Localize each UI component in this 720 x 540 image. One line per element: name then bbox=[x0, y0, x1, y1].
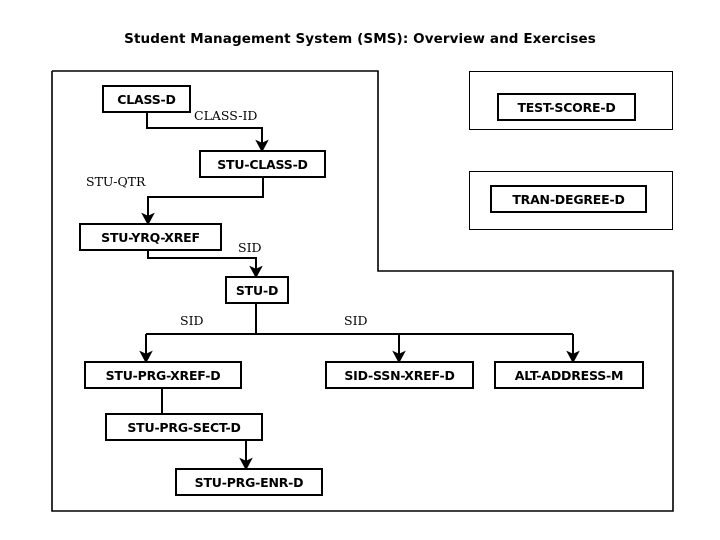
group-box-test-score-d bbox=[469, 71, 673, 130]
diagram-outer-frame bbox=[51, 70, 674, 512]
node-stu-prg-sect-d[interactable]: STU-PRG-SECT-D bbox=[105, 413, 263, 441]
edge-label-class-id: CLASS-ID bbox=[194, 108, 258, 123]
page-title: Student Management System (SMS): Overvie… bbox=[124, 31, 596, 47]
node-stu-prg-xref-d[interactable]: STU-PRG-XREF-D bbox=[84, 361, 242, 389]
node-stu-class-d[interactable]: STU-CLASS-D bbox=[199, 150, 326, 178]
edge-label-stu-qtr: STU-QTR bbox=[86, 174, 146, 189]
edge-class-d-to-stu-class-d bbox=[146, 113, 269, 153]
node-label: STU-PRG-SECT-D bbox=[127, 419, 241, 435]
node-stu-prg-enr-d[interactable]: STU-PRG-ENR-D bbox=[175, 468, 323, 496]
edge-stu-class-d-to-stu-yrq-xref bbox=[141, 178, 264, 226]
node-label: STU-PRG-XREF-D bbox=[105, 367, 221, 383]
group-box-tran-degree-d bbox=[469, 171, 673, 230]
edge-stu-yrq-xref-to-stu-d bbox=[147, 251, 263, 279]
node-alt-address-m[interactable]: ALT-ADDRESS-M bbox=[494, 361, 644, 389]
node-label: STU-PRG-ENR-D bbox=[194, 474, 304, 490]
node-label: ALT-ADDRESS-M bbox=[514, 367, 624, 383]
edge-label-sid-right-branch: SID bbox=[344, 313, 368, 328]
node-label: STU-CLASS-D bbox=[217, 156, 308, 172]
node-label: TEST-SCORE-D bbox=[517, 99, 616, 115]
node-label: STU-YRQ-XREF bbox=[101, 229, 200, 245]
node-stu-d[interactable]: STU-D bbox=[225, 276, 289, 304]
node-label: TRAN-DEGREE-D bbox=[512, 191, 625, 207]
node-label: CLASS-D bbox=[117, 91, 176, 107]
node-sid-ssn-xref-d[interactable]: SID-SSN-XREF-D bbox=[325, 361, 474, 389]
node-stu-yrq-xref[interactable]: STU-YRQ-XREF bbox=[79, 223, 222, 251]
node-label: SID-SSN-XREF-D bbox=[344, 367, 455, 383]
edge-label-sid-stu-d: SID bbox=[238, 240, 262, 255]
node-tran-degree-d[interactable]: TRAN-DEGREE-D bbox=[490, 185, 647, 213]
edge-label-sid-left-branch: SID bbox=[180, 313, 204, 328]
node-label: STU-D bbox=[235, 282, 279, 298]
node-class-d[interactable]: CLASS-D bbox=[102, 85, 191, 113]
node-test-score-d[interactable]: TEST-SCORE-D bbox=[497, 93, 636, 121]
